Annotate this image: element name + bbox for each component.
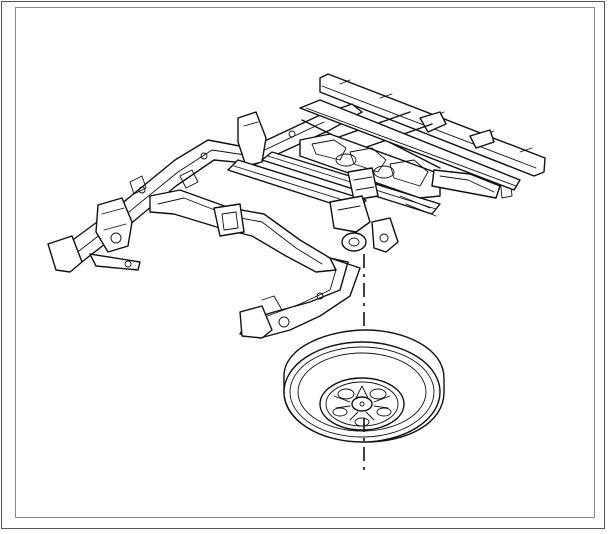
vehicle-frame-icon — [47, 73, 546, 339]
spare-tire-icon — [283, 329, 445, 443]
